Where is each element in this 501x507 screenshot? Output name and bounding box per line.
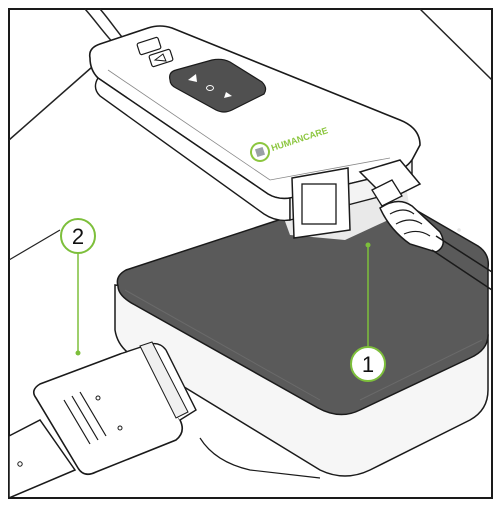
surface-edge-left-2 [8,229,61,261]
callout-2-anchor [75,350,81,356]
hc-logo-icon [250,142,270,162]
surface-edge-right [419,8,493,81]
control-panel [169,58,267,113]
callout-1-anchor [365,242,371,248]
callout-1-circle [350,346,386,382]
stop-icon [153,53,167,62]
hand-controller: HUMANCARE [88,25,421,240]
down-arrow-icon[interactable] [224,92,232,98]
callout-2: 2 [60,218,96,356]
callout-1-label: 1 [362,352,374,377]
dot-icon[interactable] [206,85,214,91]
up-arrow-icon[interactable] [188,74,197,82]
controller-cable-plug [358,159,493,291]
surface-edge-left [8,59,101,141]
frame-border [8,8,493,499]
callout-1: 1 [350,242,386,382]
callout-2-label: 2 [72,224,84,249]
stop-button[interactable] [148,48,174,68]
power-adapter [114,191,490,479]
adapter-plug [8,341,197,500]
top-button-1[interactable] [136,36,162,56]
indicator-dot [457,228,461,232]
